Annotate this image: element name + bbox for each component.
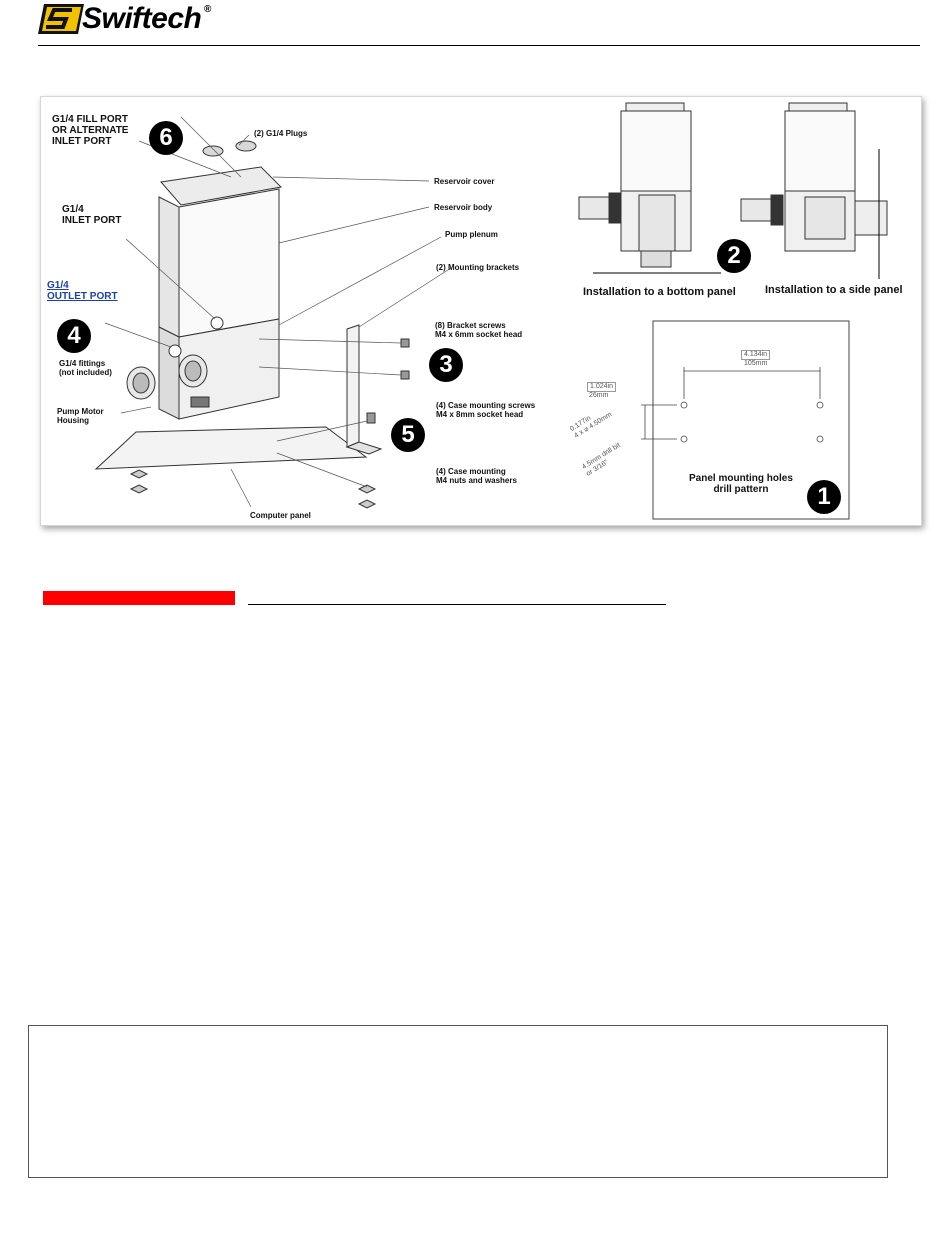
caption-side-panel: Installation to a side panel: [765, 284, 903, 296]
badge-2: 2: [717, 239, 751, 273]
label-computer-panel: Computer panel: [250, 511, 311, 520]
badge-3: 3: [429, 348, 463, 382]
badge-5: 5: [391, 418, 425, 452]
label-drill-pattern: Panel mounting holes drill pattern: [689, 473, 793, 495]
dim-height-in: 1.024in: [587, 382, 616, 392]
registered-mark: ®: [204, 4, 212, 15]
dim-width-mm: 105mm: [744, 360, 768, 367]
badge-4: 4: [57, 319, 91, 353]
label-plugs: (2) G1/4 Plugs: [254, 129, 308, 138]
header-rule: [38, 45, 920, 46]
label-inlet-port: G1/4 INLET PORT: [62, 204, 122, 226]
note-box: [28, 1025, 888, 1178]
assembly-diagram: G1/4 FILL PORT OR ALTERNATE INLET PORT G…: [40, 96, 922, 526]
badge-6: 6: [149, 121, 183, 155]
badge-1: 1: [807, 480, 841, 514]
label-outlet-port: G1/4 OUTLET PORT: [47, 280, 118, 302]
label-pump-motor-housing: Pump Motor Housing: [57, 407, 104, 425]
dim-height-mm: 26mm: [589, 392, 609, 399]
exploded-view-drawing: [94, 102, 888, 520]
label-bracket-screws: (8) Bracket screws M4 x 6mm socket head: [435, 321, 523, 339]
dim-width-in: 4.134in: [741, 350, 770, 360]
label-fill-port: G1/4 FILL PORT OR ALTERNATE INLET PORT: [52, 114, 129, 147]
label-pump-plenum: Pump plenum: [445, 230, 498, 239]
label-case-screws: (4) Case mounting screws M4 x 8mm socket…: [436, 401, 536, 419]
label-reservoir-cover: Reservoir cover: [434, 177, 495, 186]
logo-wordmark: Swiftech: [82, 2, 202, 35]
section-heading-bar: [43, 591, 235, 605]
label-fittings: G1/4 fittings (not included): [59, 359, 112, 377]
label-reservoir-body: Reservoir body: [434, 203, 493, 212]
swiftech-logo: Swiftech ®: [38, 2, 218, 36]
section-heading-rule: [248, 604, 666, 605]
label-mounting-brackets: (2) Mounting brackets: [436, 263, 520, 272]
caption-bottom-panel: Installation to a bottom panel: [583, 286, 736, 298]
label-case-nuts: (4) Case mounting M4 nuts and washers: [436, 467, 517, 485]
swiftech-logo-icon: [38, 4, 84, 34]
